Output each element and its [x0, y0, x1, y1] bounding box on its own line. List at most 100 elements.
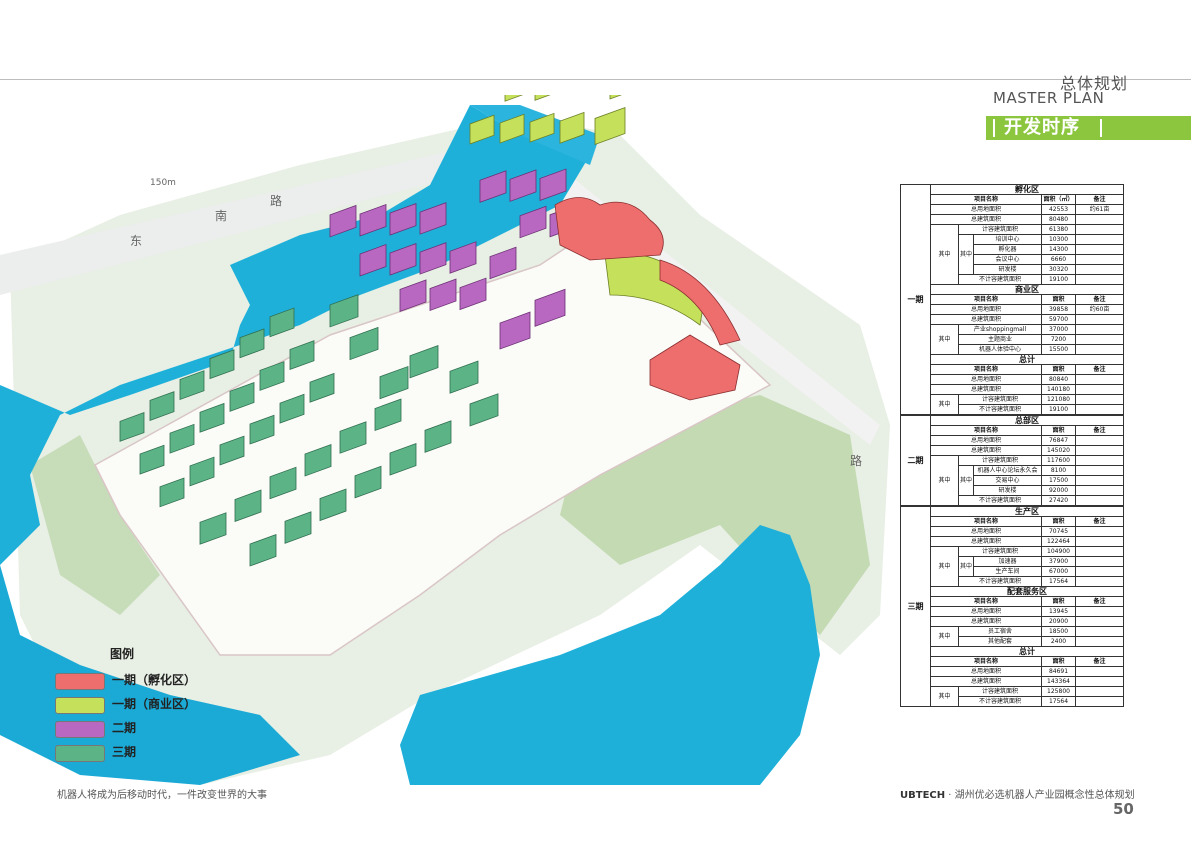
production-qizhong-inner: 其中 — [958, 556, 974, 577]
commercial-sub-note — [1074, 334, 1125, 345]
page-title-zh: 总体规划 — [1060, 74, 1129, 93]
incubation-sub-note — [1074, 244, 1125, 255]
total1-head-note: 备注 — [1074, 364, 1125, 375]
production-sub-note — [1074, 566, 1125, 577]
incubation-row-note: 约61亩 — [1074, 204, 1125, 215]
hq-sub-note — [1074, 455, 1125, 466]
hq-sub-label: 不计容建筑面积 — [958, 495, 1042, 506]
total3-title: 总计 — [929, 646, 1125, 657]
total3-row-label: 总用地面积 — [930, 666, 1042, 677]
total3-head-note: 备注 — [1074, 656, 1125, 667]
total1-head-area: 面积 — [1041, 364, 1076, 375]
footer-slogan: 机器人将成为后移动时代，一件改变世界的大事 — [57, 790, 267, 801]
river-southeast — [400, 525, 820, 785]
service-sub-note — [1074, 636, 1125, 647]
incubation-row-label: 总用地面积 — [930, 204, 1042, 215]
service-head-name: 项目名称 — [930, 596, 1042, 607]
total1-sub-note — [1074, 394, 1125, 405]
service-head-area: 面积 — [1041, 596, 1076, 607]
incubation-qizhong: 其中 — [930, 224, 959, 285]
hq-sub-note — [1074, 485, 1125, 496]
total3-sub-label: 不计容建筑面积 — [958, 696, 1042, 707]
hq-row-label: 总用地面积 — [930, 435, 1042, 446]
incubation-sub-value: 10300 — [1041, 234, 1076, 245]
legend-swatch — [55, 697, 105, 714]
service-sub-note — [1074, 626, 1125, 637]
production-row-label: 总用地面积 — [930, 526, 1042, 537]
production-qizhong: 其中 — [930, 546, 959, 587]
hq-row-value: 76847 — [1041, 435, 1076, 446]
legend-label: 一期（孵化区） — [112, 673, 197, 687]
commercial-row-note: 约60亩 — [1074, 304, 1125, 315]
map-road-label-b: 路 — [270, 193, 282, 208]
legend-title: 图例 — [110, 647, 135, 661]
total3-row-value: 143364 — [1041, 676, 1076, 687]
total3-qizhong: 其中 — [930, 686, 959, 707]
production-sub-value: 104900 — [1041, 546, 1076, 557]
total1-sub-label: 计容建筑面积 — [958, 394, 1042, 405]
service-title: 配套服务区 — [929, 586, 1125, 597]
commercial-sub-note — [1074, 344, 1125, 355]
hq-head-note: 备注 — [1074, 425, 1125, 436]
hq-head-area: 面积 — [1041, 425, 1076, 436]
legend-item-phase2: 二期 — [55, 721, 275, 738]
total3-row-note — [1074, 676, 1125, 687]
total1-head-name: 项目名称 — [930, 364, 1042, 375]
production-sub-note — [1074, 546, 1125, 557]
total3-sub-label: 计容建筑面积 — [958, 686, 1042, 697]
commercial-row-note — [1074, 314, 1125, 325]
commercial-row-value: 59700 — [1041, 314, 1076, 325]
total1-qizhong: 其中 — [930, 394, 959, 415]
total3-sub-note — [1074, 696, 1125, 707]
service-row-label: 总建筑面积 — [930, 616, 1042, 627]
legend-swatch — [55, 673, 105, 690]
footer-separator: · — [945, 790, 955, 801]
service-qizhong: 其中 — [930, 626, 959, 647]
incubation-sub-value: 6660 — [1041, 254, 1076, 265]
incubation-sub-value: 30320 — [1041, 264, 1076, 275]
bar-tick-left — [993, 119, 995, 137]
total3-row-value: 84691 — [1041, 666, 1076, 677]
production-head-note: 备注 — [1074, 516, 1125, 527]
total3-sub-note — [1074, 686, 1125, 697]
production-head-name: 项目名称 — [930, 516, 1042, 527]
hq-head-name: 项目名称 — [930, 425, 1042, 436]
header-rule — [0, 79, 1191, 80]
footer-project-name: 湖州优必选机器人产业园概念性总体规划 — [954, 790, 1135, 801]
incubation-sub-note — [1074, 234, 1125, 245]
incubation-sub-label: 培训中心 — [973, 234, 1042, 245]
commercial-sub-label: 机器人体验中心 — [958, 344, 1042, 355]
map-road-label-c: 东 — [130, 234, 142, 248]
legend-label: 三期 — [112, 745, 137, 759]
hq-sub-label: 机器人中心论坛永久会 — [973, 465, 1042, 476]
incubation-sub-label: 孵化器 — [973, 244, 1042, 255]
incubation-row-note — [1074, 214, 1125, 225]
section-bar: 开发时序 — [986, 116, 1191, 140]
page-title-en: MASTER PLAN — [993, 89, 1105, 107]
incubation-qizhong-inner: 其中 — [958, 234, 974, 275]
hq-sub-note — [1074, 475, 1125, 486]
commercial-qizhong: 其中 — [930, 324, 959, 355]
total3-head-area: 面积 — [1041, 656, 1076, 667]
commercial-sub-note — [1074, 324, 1125, 335]
service-sub-value: 2400 — [1041, 636, 1076, 647]
map-road-label-a: 南 — [215, 208, 227, 223]
total3-row-note — [1074, 666, 1125, 677]
production-sub-label: 不计容建筑面积 — [958, 576, 1042, 587]
incubation-sub-note — [1074, 264, 1125, 275]
legend-swatch — [55, 745, 105, 762]
hq-row-note — [1074, 435, 1125, 446]
service-row-value: 13945 — [1041, 606, 1076, 617]
incubation-sub-label: 会议中心 — [973, 254, 1042, 265]
production-sub-label: 生产车间 — [973, 566, 1042, 577]
production-row-note — [1074, 526, 1125, 537]
incubation-head-note: 备注 — [1074, 194, 1125, 205]
total1-sub-note — [1074, 404, 1125, 415]
total1-row-note — [1074, 384, 1125, 395]
commercial-row-label: 总用地面积 — [930, 304, 1042, 315]
buildings-phase3 — [119, 294, 499, 567]
service-row-value: 20900 — [1041, 616, 1076, 627]
production-head-area: 面积 — [1041, 516, 1076, 527]
service-row-note — [1074, 606, 1125, 617]
total3-head-name: 项目名称 — [930, 656, 1042, 667]
